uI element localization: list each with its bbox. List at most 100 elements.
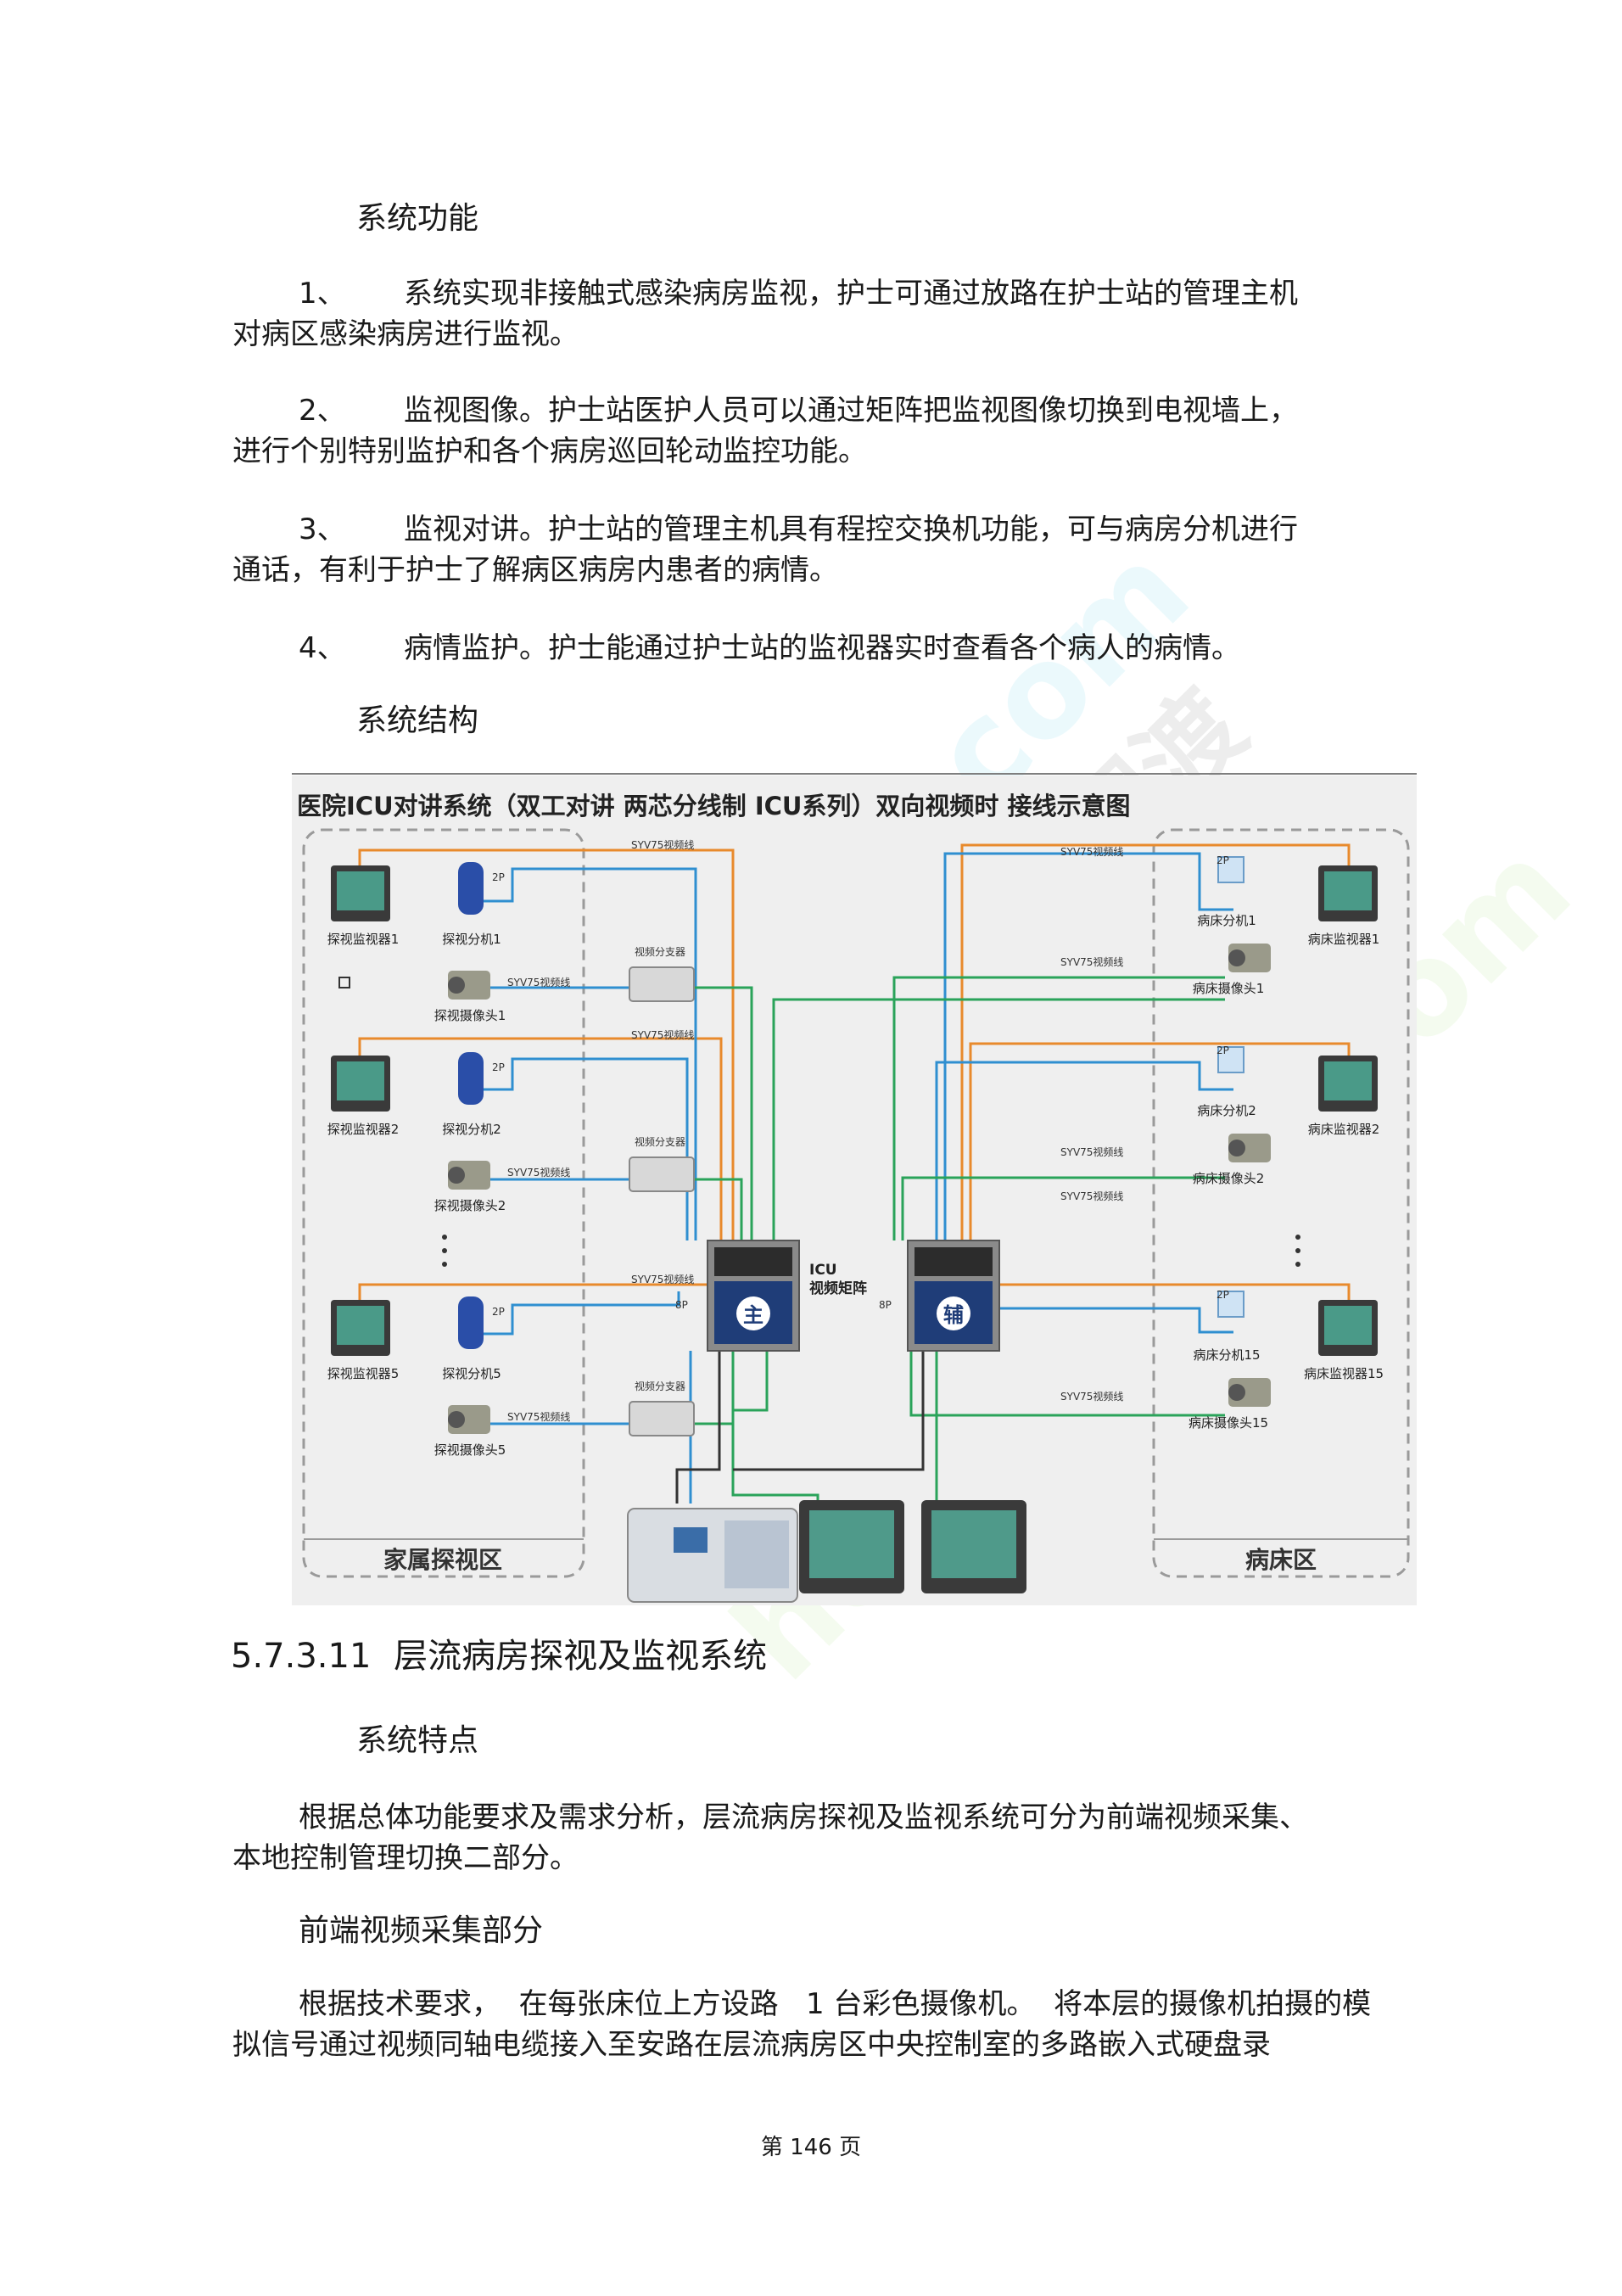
bed-monitor-label: 病床监视器1 <box>1308 932 1380 947</box>
splitter-label: 视频分支器 <box>635 1135 685 1148</box>
subheading: 前端视频采集部分 <box>299 1913 544 1948</box>
cable-label: SYV75视频线 <box>507 1410 570 1423</box>
matrix-aux-label: 辅 <box>943 1303 964 1327</box>
pair-label: 2P <box>1216 1289 1229 1301</box>
subheading: 系统特点 <box>356 1723 479 1758</box>
ellipsis-dot <box>442 1262 447 1267</box>
matrix-aux: 辅 <box>907 1240 1000 1352</box>
bed-phone <box>1217 856 1244 883</box>
bed-phone <box>1217 1046 1244 1073</box>
bed-camera-label: 病床摄像头1 <box>1193 981 1265 996</box>
diagram-title: 医院ICU对讲系统（双工对讲 两芯分线制 ICU系列）双向视频时 接线示意图 <box>297 792 1131 820</box>
paragraph-line: 根据总体功能要求及需求分析，层流病房探视及监视系统可分为前端视频采集、 <box>299 1800 1308 1834</box>
list-item: 3、 监视对讲。护士站的管理主机具有程控交换机功能，可与病房分机进行 <box>299 509 1298 550</box>
cable-label: SYV75视频线 <box>507 976 570 988</box>
nurse-console <box>627 1508 798 1603</box>
visit-monitor-screen <box>337 1061 384 1100</box>
bed-camera-label: 病床摄像头15 <box>1189 1415 1268 1431</box>
item-number: 4、 <box>299 631 346 665</box>
pair-label: 2P <box>1216 1044 1229 1056</box>
item-continuation: 对病区感染病房进行监视。 <box>232 317 579 351</box>
matrix-main-label: 主 <box>743 1303 763 1327</box>
visit-phone-label: 探视分机1 <box>442 932 501 947</box>
visit-phone <box>458 862 484 915</box>
visit-monitor-label: 探视监视器5 <box>327 1366 400 1381</box>
checkbox-mark <box>338 977 350 988</box>
cable-label: SYV75视频线 <box>631 1028 694 1041</box>
visit-camera-lens <box>448 1411 465 1428</box>
visit-camera-lens <box>448 1167 465 1184</box>
bed-camera-label: 病床摄像头2 <box>1193 1171 1265 1186</box>
visit-phone-label: 探视分机2 <box>442 1122 501 1137</box>
splitter-label: 视频分支器 <box>635 1380 685 1392</box>
bed-phone-label: 病床分机15 <box>1193 1347 1260 1363</box>
bed-camera-lens <box>1228 1384 1245 1401</box>
bed-phone <box>1217 1291 1244 1318</box>
pair-label: 2P <box>492 1061 505 1073</box>
item-number: 3、 <box>299 512 346 546</box>
bed-monitor-screen <box>1324 871 1372 910</box>
paragraph-line: 拟信号通过视频同轴电缆接入至安路在层流病房区中央控制室的多路嵌入式硬盘录 <box>232 2028 1271 2062</box>
list-item: 1、 系统实现非接触式感染病房监视，护士可通过放路在护士站的管理主机 <box>299 273 1298 314</box>
nurse-monitor-1 <box>799 1500 904 1593</box>
pair-label: 2P <box>492 1306 505 1318</box>
cable-label: SYV75视频线 <box>1060 1390 1123 1403</box>
visit-phone <box>458 1052 484 1105</box>
section-number: 5.7.3.11 <box>231 1637 372 1676</box>
bed-monitor-screen <box>1324 1306 1372 1345</box>
section-heading: 系统功能 <box>356 201 479 236</box>
video-splitter <box>629 1156 695 1192</box>
video-splitter <box>629 966 695 1002</box>
page-number: 第 146 页 <box>760 2135 862 2160</box>
ellipsis-dot <box>1295 1262 1300 1267</box>
cable-label: SYV75视频线 <box>1060 1190 1123 1202</box>
bed-camera-lens <box>1228 1140 1245 1156</box>
ellipsis-dot <box>1295 1235 1300 1240</box>
visit-monitor-label: 探视监视器2 <box>327 1122 400 1137</box>
cable-label: SYV75视频线 <box>631 838 694 851</box>
video-splitter <box>629 1401 695 1436</box>
item-text: 监视图像。护士站医护人员可以通过矩阵把监视图像切换到电视墙上， <box>404 394 1298 428</box>
item-number: 2、 <box>299 394 346 428</box>
paragraph-line: 根据技术要求， 在每张床位上方设路 1 台彩色摄像机。 将本层的摄像机拍摄的模 <box>299 1987 1372 2021</box>
item-number: 1、 <box>299 277 346 311</box>
ellipsis-dot <box>1295 1248 1300 1253</box>
visit-phone-label: 探视分机5 <box>442 1366 501 1381</box>
visit-monitor-screen <box>337 871 384 910</box>
cable-label: SYV75视频线 <box>1060 955 1123 968</box>
visit-camera-lens <box>448 977 465 994</box>
bed-monitor-label: 病床监视器15 <box>1304 1366 1384 1381</box>
eightp-label: 8P <box>879 1299 892 1311</box>
right-zone-label: 病床区 <box>1245 1546 1317 1574</box>
ellipsis-dot <box>442 1248 447 1253</box>
section-name: 层流病房探视及监视系统 <box>394 1637 768 1676</box>
item-text: 监视对讲。护士站的管理主机具有程控交换机功能，可与病房分机进行 <box>404 512 1298 546</box>
section-heading: 系统结构 <box>356 703 479 738</box>
item-text: 病情监护。护士能通过护士站的监视器实时查看各个病人的病情。 <box>404 631 1240 665</box>
item-text: 系统实现非接触式感染病房监视，护士可通过放路在护士站的管理主机 <box>404 277 1298 311</box>
cable-label: SYV75视频线 <box>631 1273 694 1285</box>
wiring-diagram: 医院ICU对讲系统（双工对讲 两芯分线制 ICU系列）双向视频时 接线示意图 家… <box>292 773 1417 1605</box>
paragraph-line: 本地控制管理切换二部分。 <box>232 1841 579 1875</box>
cable-label: SYV75视频线 <box>507 1166 570 1179</box>
list-item: 2、 监视图像。护士站医护人员可以通过矩阵把监视图像切换到电视墙上， <box>299 390 1298 431</box>
left-zone-label: 家属探视区 <box>383 1546 502 1574</box>
bed-monitor-screen <box>1324 1061 1372 1100</box>
ellipsis-dot <box>442 1235 447 1240</box>
section-title: 5.7.3.11 层流病房探视及监视系统 <box>231 1632 767 1680</box>
pair-label: 2P <box>492 871 505 883</box>
matrix-main: 主 <box>707 1240 800 1352</box>
visit-camera-label: 探视摄像头5 <box>434 1442 506 1458</box>
bed-phone-label: 病床分机1 <box>1197 913 1256 928</box>
bed-phone-label: 病床分机2 <box>1197 1103 1256 1118</box>
bed-camera-lens <box>1228 949 1245 966</box>
item-continuation: 通话，有利于护士了解病区病房内患者的病情。 <box>232 553 838 587</box>
list-item: 4、 病情监护。护士能通过护士站的监视器实时查看各个病人的病情。 <box>299 628 1240 669</box>
visit-monitor-label: 探视监视器1 <box>327 932 400 947</box>
cable-label: SYV75视频线 <box>1060 1145 1123 1158</box>
pair-label: 2P <box>1216 854 1229 866</box>
item-continuation: 进行个别特别监护和各个病房巡回轮动监控功能。 <box>232 434 867 468</box>
splitter-label: 视频分支器 <box>635 945 685 958</box>
